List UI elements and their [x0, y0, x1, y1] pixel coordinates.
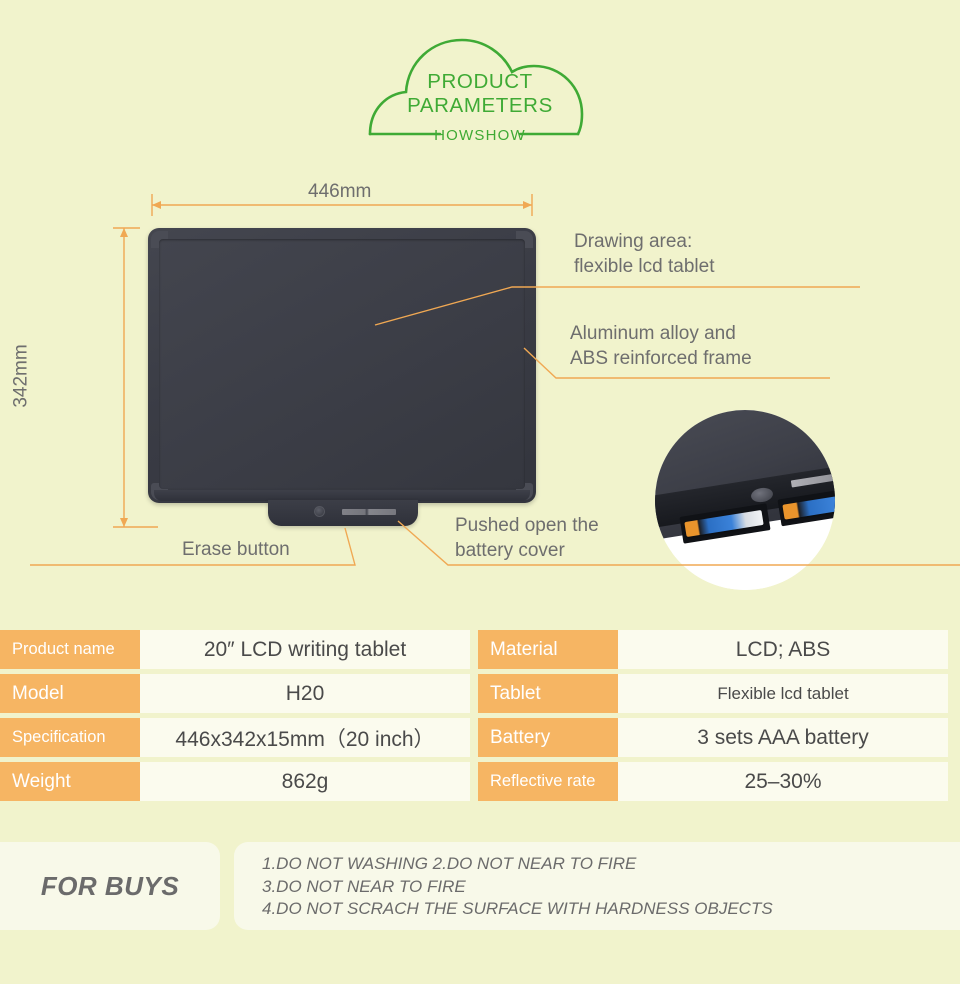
callout-erase-line1: Erase button [182, 539, 290, 560]
table-column-gap [470, 674, 478, 713]
cloud-outline-icon [368, 38, 584, 136]
table-row: Product name 20″ LCD writing tablet Mate… [0, 630, 960, 669]
spec-label-battery: Battery [478, 718, 618, 757]
callout-erase-button: Erase button [182, 537, 290, 562]
callout-frame-line2: ABS reinforced frame [570, 348, 752, 369]
spec-value-material: LCD; ABS [618, 630, 948, 669]
erase-button-icon [314, 506, 325, 517]
table-cell-pair-right: Material LCD; ABS [478, 630, 948, 669]
for-buys-title: FOR BUYS [40, 870, 180, 901]
drawing-area-screen [159, 239, 525, 489]
warning-line-3: 4.DO NOT SCRACH THE SURFACE WITH HARDNES… [262, 899, 773, 918]
callout-drawing-line1: Drawing area: [574, 231, 693, 252]
callout-leader-lines [30, 286, 960, 566]
spec-label-weight: Weight [0, 762, 140, 801]
header-banner: PRODUCT PARAMETERS HOWSHOW [0, 0, 960, 170]
callout-battery-line1: Pushed open the [455, 515, 599, 536]
for-buys-warning-list: 1.DO NOT WASHING 2.DO NOT NEAR TO FIRE 3… [234, 842, 960, 930]
callout-battery-cover: Pushed open the battery cover [455, 513, 599, 563]
spec-label-tablet: Tablet [478, 674, 618, 713]
product-diagram: 446mm 342mm Drawing area: flexible lcd t [0, 165, 960, 625]
spec-label-specification: Specification [0, 718, 140, 757]
spec-value-tablet: Flexible lcd tablet [618, 674, 948, 713]
lcd-writing-tablet-image [148, 228, 536, 503]
tablet-bottom-tab [268, 500, 418, 526]
spec-value-reflective-rate: 25–30% [618, 762, 948, 801]
callout-battery-line2: battery cover [455, 540, 565, 561]
table-cell-pair-left: Weight 862g [0, 762, 470, 801]
callout-drawing-area: Drawing area: flexible lcd tablet [574, 229, 714, 279]
table-column-gap [470, 630, 478, 669]
dimension-lines [113, 194, 533, 528]
table-row: Weight 862g Reflective rate 25–30% [0, 762, 960, 801]
table-cell-pair-left: Specification 446x342x15mm（20 inch） [0, 718, 470, 757]
spec-label-product-name: Product name [0, 630, 140, 669]
table-cell-pair-right: Battery 3 sets AAA battery [478, 718, 948, 757]
for-buys-title-box: FOR BUYS [0, 842, 220, 930]
dimension-width-label: 446mm [308, 181, 372, 202]
spec-value-product-name: 20″ LCD writing tablet [140, 630, 470, 669]
callout-frame-line1: Aluminum alloy and [570, 323, 736, 344]
table-row: Model H20 Tablet Flexible lcd tablet [0, 674, 960, 713]
spec-value-model: H20 [140, 674, 470, 713]
specification-table: Product name 20″ LCD writing tablet Mate… [0, 630, 960, 806]
warning-line-2: 3.DO NOT NEAR TO FIRE [262, 876, 466, 896]
spec-label-material: Material [478, 630, 618, 669]
callout-frame-material: Aluminum alloy and ABS reinforced frame [570, 321, 752, 371]
table-cell-pair-right: Reflective rate 25–30% [478, 762, 948, 801]
spec-label-model: Model [0, 674, 140, 713]
table-row: Specification 446x342x15mm（20 inch） Batt… [0, 718, 960, 757]
table-cell-pair-left: Model H20 [0, 674, 470, 713]
for-buys-gap [220, 842, 234, 930]
table-column-gap [470, 762, 478, 801]
for-buys-section: FOR BUYS 1.DO NOT WASHING 2.DO NOT NEAR … [0, 842, 960, 930]
tablet-bottom-edge [154, 490, 530, 501]
battery-cover-detail-inset [655, 410, 835, 590]
brand-logo-icon [342, 509, 396, 515]
callout-drawing-line2: flexible lcd tablet [574, 256, 715, 277]
warning-line-1: 1.DO NOT WASHING 2.DO NOT NEAR TO FIRE [262, 854, 637, 873]
table-column-gap [470, 718, 478, 757]
spec-value-specification: 446x342x15mm（20 inch） [140, 718, 470, 757]
table-cell-pair-left: Product name 20″ LCD writing tablet [0, 630, 470, 669]
table-cell-pair-right: Tablet Flexible lcd tablet [478, 674, 948, 713]
spec-value-weight: 862g [140, 762, 470, 801]
spec-label-reflective-rate: Reflective rate [478, 762, 618, 801]
spec-value-battery: 3 sets AAA battery [618, 718, 948, 757]
